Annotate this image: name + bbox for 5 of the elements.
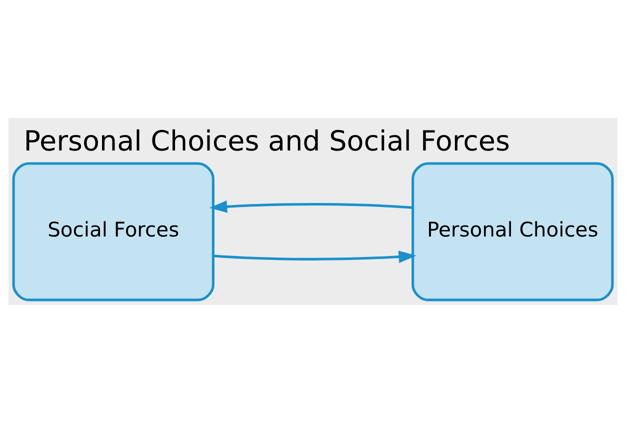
diagram-title: Personal Choices and Social Forces bbox=[24, 124, 510, 157]
node-box: Social Forces bbox=[12, 162, 214, 301]
arrow bbox=[213, 250, 416, 262]
node-box: Personal Choices bbox=[412, 162, 614, 301]
arrow bbox=[209, 200, 413, 212]
